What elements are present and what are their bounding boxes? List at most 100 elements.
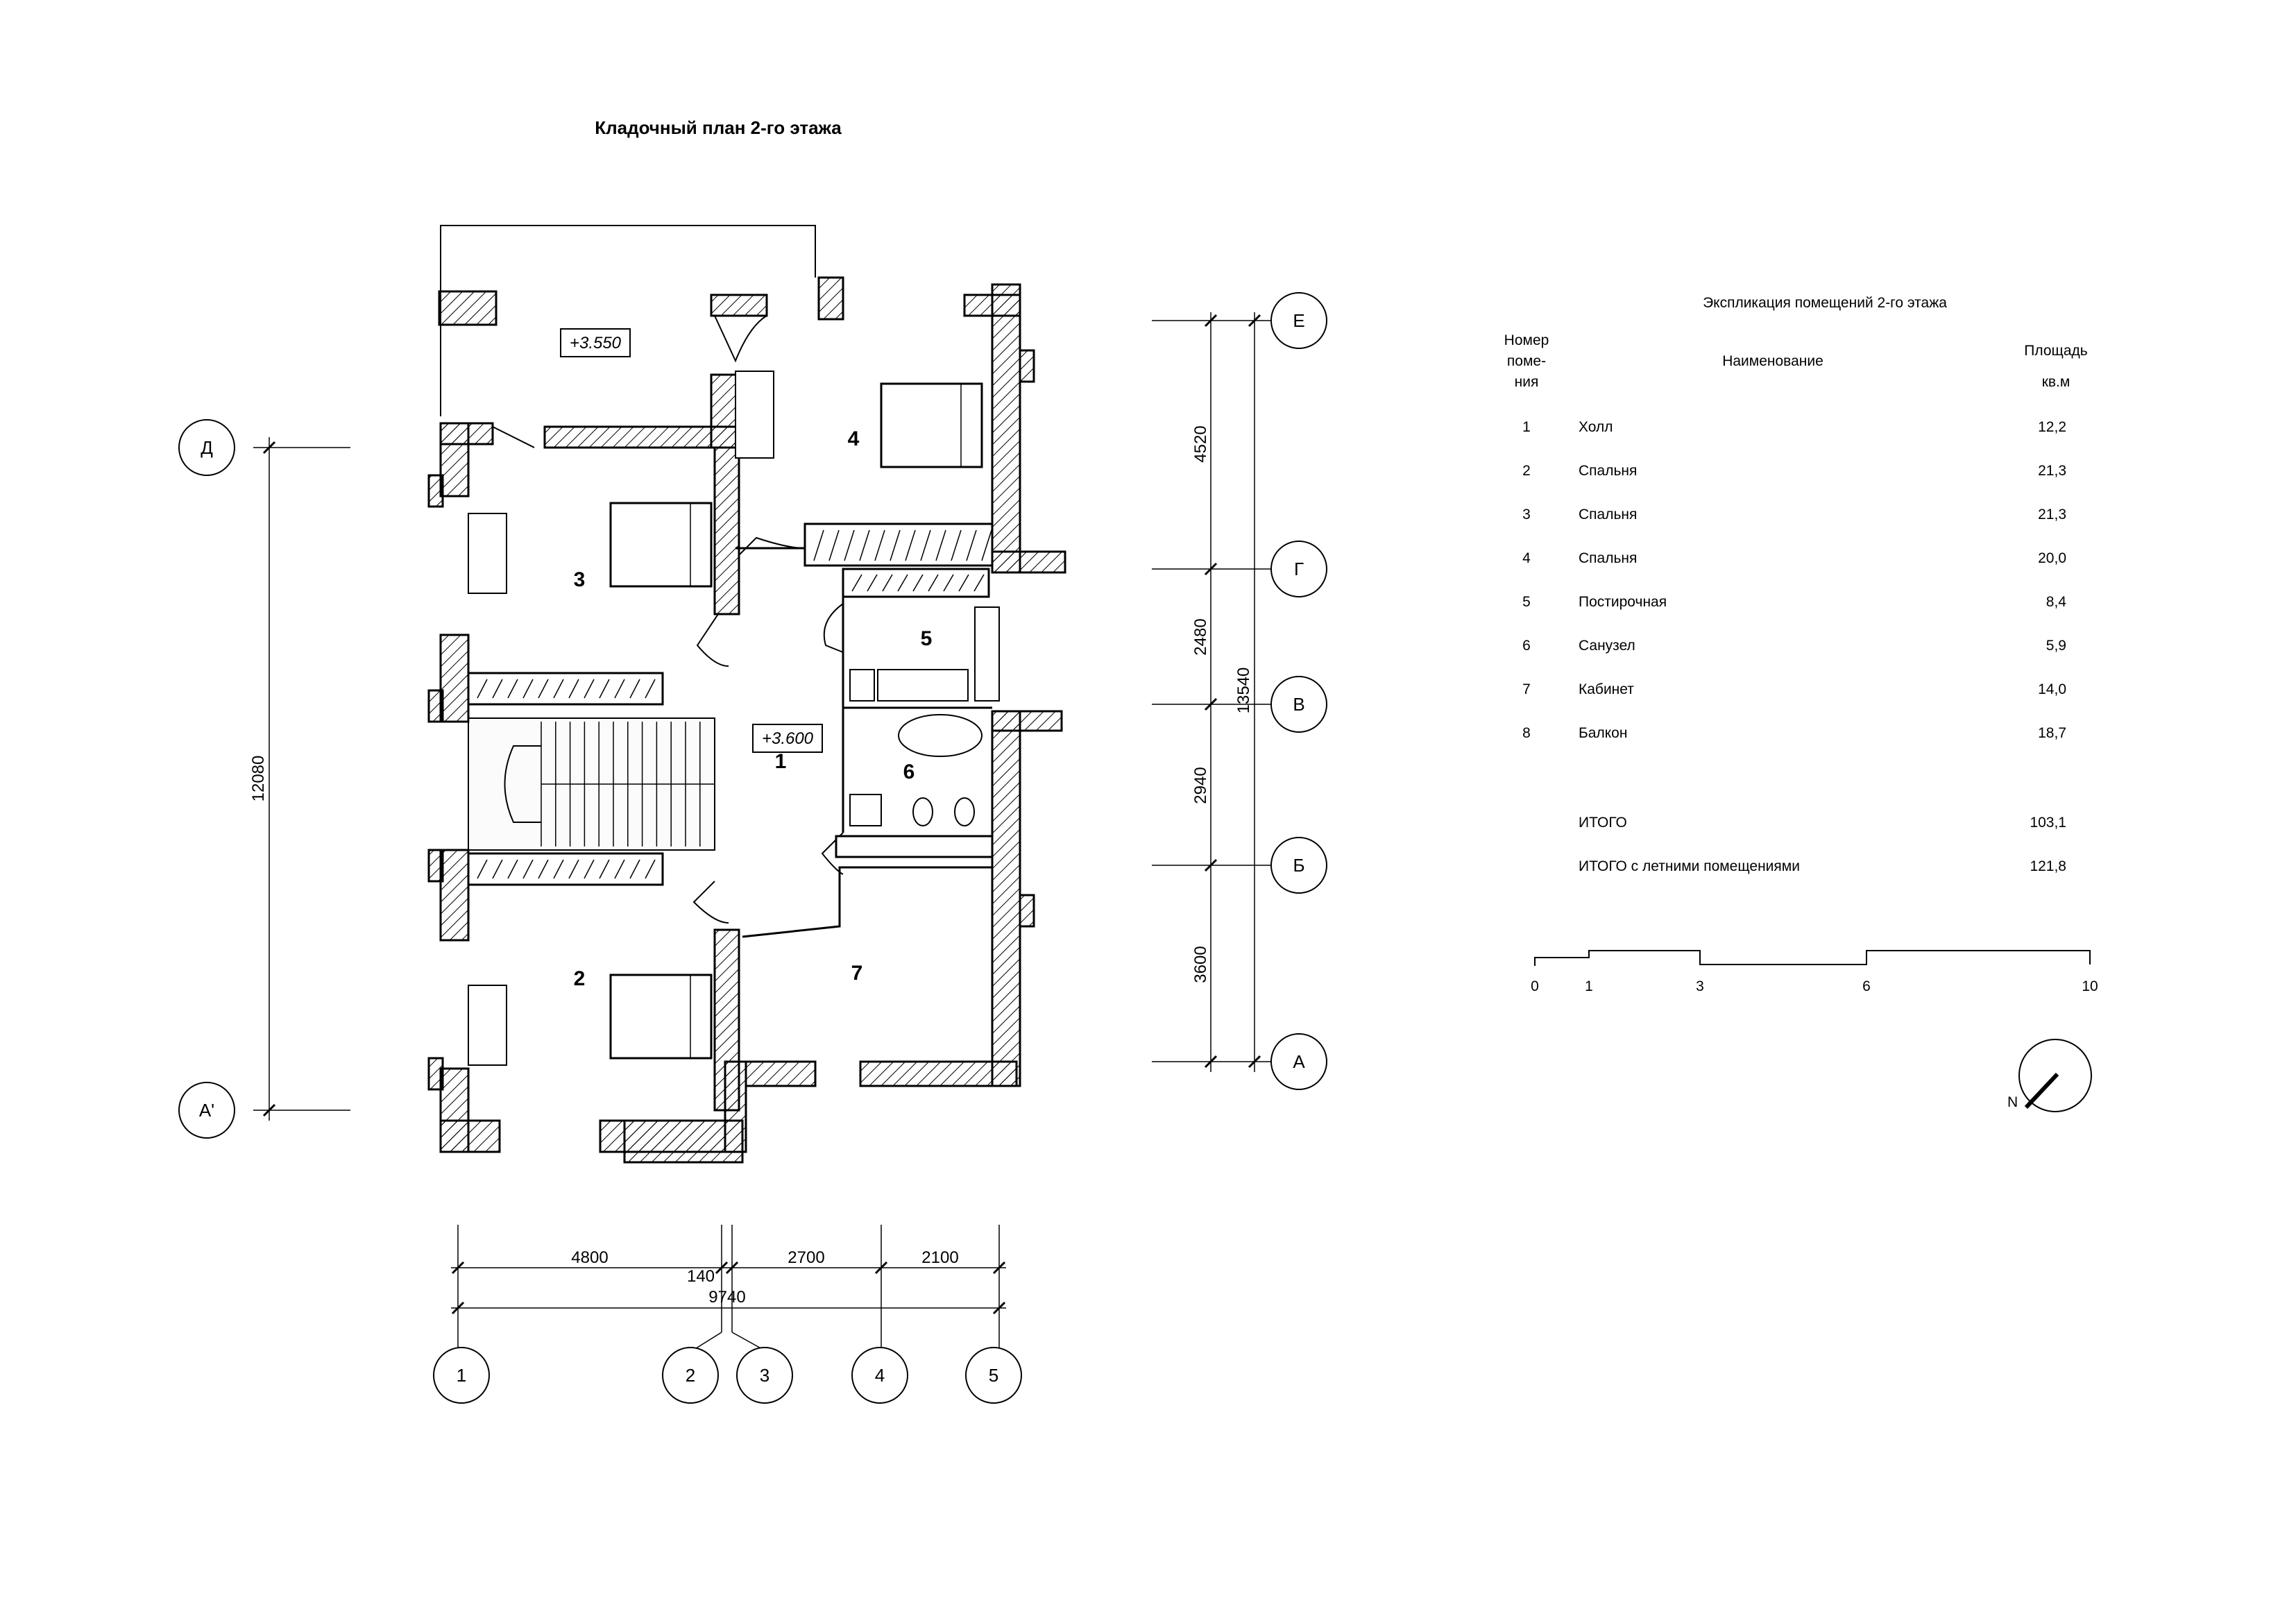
hanger — [568, 679, 579, 699]
hanger — [958, 574, 969, 592]
hanger — [599, 859, 610, 879]
row-area: 18,7 — [2038, 725, 2066, 741]
row-number: 4 — [1522, 550, 1531, 566]
bed-room-2 — [609, 974, 713, 1060]
hanger — [522, 859, 534, 879]
axis-col-1 — [433, 1347, 490, 1404]
row-name: Холл — [1579, 419, 1613, 435]
row-name: Кабинет — [1579, 681, 1634, 697]
level-mark-hall: +3.600 — [762, 729, 814, 748]
axis-labels: Е Г В Б А Д А' 1 2 3 4 5 — [199, 310, 1305, 1386]
room-number-6: 6 — [903, 760, 915, 783]
hanger — [920, 529, 931, 561]
room-number-1: 1 — [775, 750, 787, 773]
room-number-7: 7 — [851, 962, 863, 985]
dim-bottom-2100: 2100 — [921, 1248, 958, 1267]
row-number: 2 — [1522, 463, 1531, 479]
axis-col-5 — [965, 1347, 1022, 1404]
axis-row-G — [1270, 541, 1327, 597]
row-area: 14,0 — [2038, 681, 2066, 697]
row-name: Санузел — [1579, 638, 1635, 654]
hanger — [507, 859, 518, 879]
header-area-line1: Площадь — [2024, 343, 2087, 359]
dim-right-13540: 13540 — [1234, 668, 1253, 714]
hanger — [538, 859, 549, 879]
floor-plan: +3.550 +3.600 — [427, 225, 1066, 1164]
hanger — [599, 679, 610, 699]
axis-label: 1 — [457, 1365, 466, 1386]
balcony-pillar — [817, 276, 844, 321]
hanger — [874, 529, 885, 561]
dim-tick — [1204, 858, 1218, 872]
scale-label: 0 — [1531, 978, 1539, 994]
dim-tick — [725, 1261, 739, 1275]
header-num-line1: Номер — [1504, 332, 1549, 348]
dim-right-4520: 4520 — [1191, 425, 1210, 462]
hanger — [851, 574, 862, 592]
room-number-2: 2 — [574, 967, 586, 990]
hanger — [943, 574, 954, 592]
axis-label: Д — [201, 437, 213, 458]
axis-label: 5 — [989, 1365, 998, 1386]
hanger — [492, 859, 503, 879]
hanger — [882, 574, 893, 592]
hanger — [844, 529, 855, 561]
dim-tick — [1204, 1055, 1218, 1069]
hanger — [905, 529, 916, 561]
axis-label: Е — [1293, 310, 1304, 331]
dim-right-3600: 3600 — [1191, 946, 1210, 983]
dim-right-2940: 2940 — [1191, 767, 1210, 804]
row-area: 20,0 — [2038, 550, 2066, 566]
dim-tick — [874, 1261, 888, 1275]
hanger — [614, 859, 625, 879]
row-area: 8,4 — [2046, 594, 2067, 610]
wardrobe-hangers — [477, 529, 992, 879]
axis-row-A-prime — [178, 1082, 235, 1139]
axis-col-3 — [736, 1347, 793, 1404]
total-summer-value: 121,8 — [2030, 858, 2066, 874]
hanger — [629, 859, 640, 879]
row-name: Постирочная — [1579, 594, 1667, 610]
desks — [468, 371, 774, 1066]
row-number: 3 — [1522, 507, 1531, 522]
axis-label: Г — [1294, 559, 1304, 579]
row-area: 12,2 — [2038, 419, 2066, 435]
explication-table: Экспликация помещений 2-го этажа Номер п… — [1504, 295, 2088, 874]
beds — [609, 382, 983, 1060]
row-number: 5 — [1522, 594, 1531, 610]
dim-bottom-140: 140 — [687, 1267, 715, 1286]
dim-bottom-9740: 9740 — [708, 1288, 745, 1307]
room-number-4: 4 — [848, 427, 860, 450]
stair-steps — [541, 722, 715, 847]
hanger — [553, 859, 564, 879]
dim-left-12080: 12080 — [249, 756, 268, 802]
row-name: Балкон — [1579, 725, 1627, 741]
hanger — [538, 679, 549, 699]
hanger — [553, 679, 564, 699]
bath-fixtures — [849, 606, 1000, 826]
scale-bar-labels: 0 1 3 6 10 — [1531, 978, 2098, 994]
axis-col-4 — [851, 1347, 908, 1404]
wardrobes — [467, 522, 994, 886]
bed-room-3 — [609, 502, 713, 588]
hanger — [912, 574, 924, 592]
axis-row-D — [178, 419, 235, 476]
dim-tick — [451, 1261, 465, 1275]
dimension-texts: 4520 2480 2940 3600 13540 12080 4800 140… — [249, 425, 1253, 1307]
partitions — [735, 547, 992, 1110]
dim-tick — [992, 1301, 1006, 1315]
row-name: Спальня — [1579, 463, 1637, 479]
hanger — [935, 529, 946, 561]
dim-tick — [1204, 314, 1218, 328]
stair-turn — [504, 745, 541, 823]
axis-label: А — [1293, 1051, 1305, 1072]
total-label: ИТОГО — [1579, 815, 1627, 831]
row-number: 8 — [1522, 725, 1531, 741]
hanger — [507, 679, 518, 699]
total-summer-label: ИТОГО с летними помещениями — [1579, 858, 1800, 874]
north-label: N — [2007, 1094, 2018, 1110]
dim-tick — [262, 441, 276, 454]
hanger — [477, 679, 488, 699]
dim-bottom-4800: 4800 — [571, 1248, 608, 1267]
hanger — [859, 529, 870, 561]
